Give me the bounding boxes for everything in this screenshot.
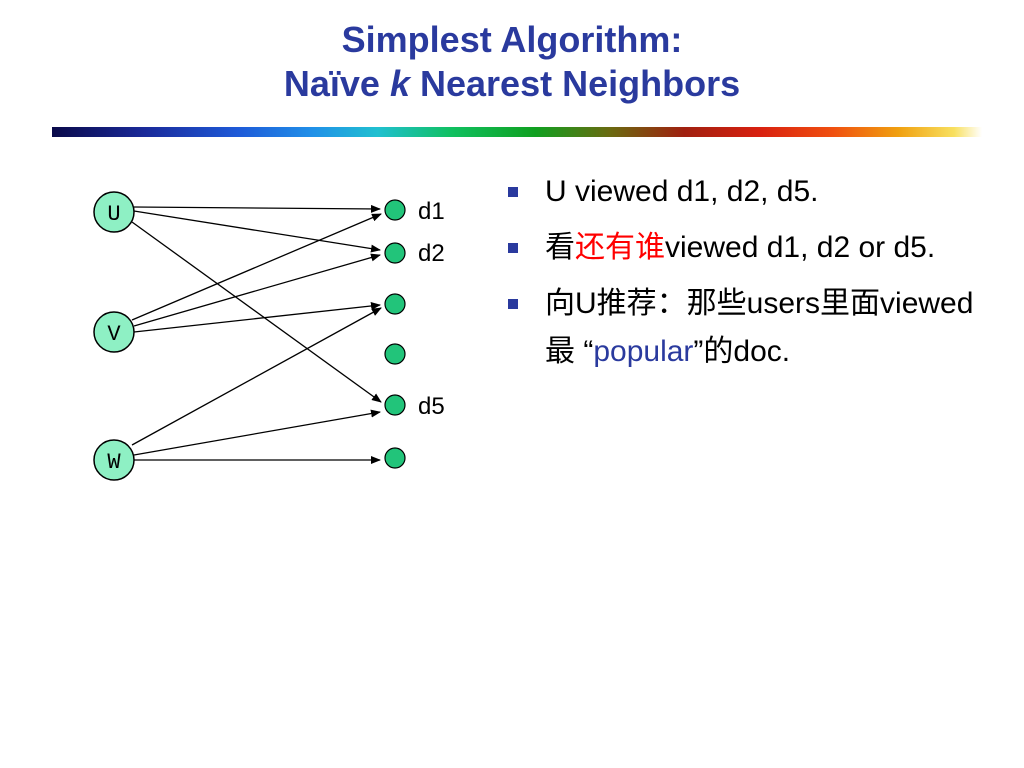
gradient-divider bbox=[52, 127, 982, 137]
user-node-v bbox=[93, 311, 135, 353]
user-node-w bbox=[93, 439, 135, 481]
user-label-v: V bbox=[107, 322, 121, 347]
edge-w-d5 bbox=[133, 409, 381, 456]
title-line-2: Naïve k Nearest Neighbors bbox=[0, 62, 1024, 106]
user-node-u bbox=[93, 191, 135, 233]
bullet-text-popular: popular bbox=[593, 335, 694, 368]
bullet-text-pre: 看 bbox=[545, 231, 575, 264]
title-prefix: Naïve bbox=[283, 63, 390, 104]
bullet-text-highlight: 还有谁 bbox=[575, 231, 665, 264]
edge-u-d5 bbox=[131, 221, 382, 403]
slide-title: Simplest Algorithm: Naïve k Nearest Neig… bbox=[0, 18, 1024, 106]
edge-u-d2 bbox=[133, 210, 381, 253]
edge-v-d1 bbox=[131, 213, 382, 321]
doc-label-d2: d2 bbox=[418, 240, 445, 267]
doc-node-d6 bbox=[384, 447, 406, 469]
bipartite-graph: U V W d1 d2 d5 bbox=[93, 191, 445, 481]
edge-u-d1 bbox=[133, 204, 381, 213]
edge-v-d3 bbox=[133, 302, 381, 333]
bullet-square-icon bbox=[508, 299, 518, 309]
title-line-1: Simplest Algorithm: bbox=[341, 19, 683, 60]
bullet-item: 向U推荐：那些users里面viewed最 “popular”的doc. bbox=[505, 280, 975, 376]
doc-node-d1 bbox=[384, 199, 406, 221]
doc-nodes bbox=[384, 199, 406, 469]
user-label-u: U bbox=[107, 202, 120, 227]
user-label-w: W bbox=[107, 450, 121, 475]
bullet-list: U viewed d1, d2, d5. 看还有谁viewed d1, d2 o… bbox=[505, 168, 975, 384]
bullet-text-post: viewed d1, d2 or d5. bbox=[665, 231, 936, 264]
doc-label-d5: d5 bbox=[418, 393, 445, 420]
edge-w-d3 bbox=[131, 307, 382, 446]
bullet-text-post: ”的doc. bbox=[693, 335, 791, 368]
title-k: k bbox=[389, 63, 410, 104]
user-nodes: U V W bbox=[93, 191, 135, 481]
doc-node-d2 bbox=[384, 242, 406, 264]
bullet-item: U viewed d1, d2, d5. bbox=[505, 168, 975, 216]
graph-edges bbox=[131, 204, 382, 464]
title-suffix: Nearest Neighbors bbox=[410, 63, 741, 104]
bullet-text-pre: 向U推荐：那些users里面viewed最 “ bbox=[545, 287, 974, 368]
bullet-square-icon bbox=[508, 187, 518, 197]
doc-node-d4 bbox=[384, 343, 406, 365]
bullet-text: U viewed d1, d2, d5. bbox=[545, 175, 819, 208]
bullet-square-icon bbox=[508, 243, 518, 253]
edge-v-d2 bbox=[133, 253, 381, 327]
doc-node-d3 bbox=[384, 293, 406, 315]
bullet-item: 看还有谁viewed d1, d2 or d5. bbox=[505, 224, 975, 272]
doc-node-d5 bbox=[384, 394, 406, 416]
doc-label-d1: d1 bbox=[418, 198, 445, 225]
